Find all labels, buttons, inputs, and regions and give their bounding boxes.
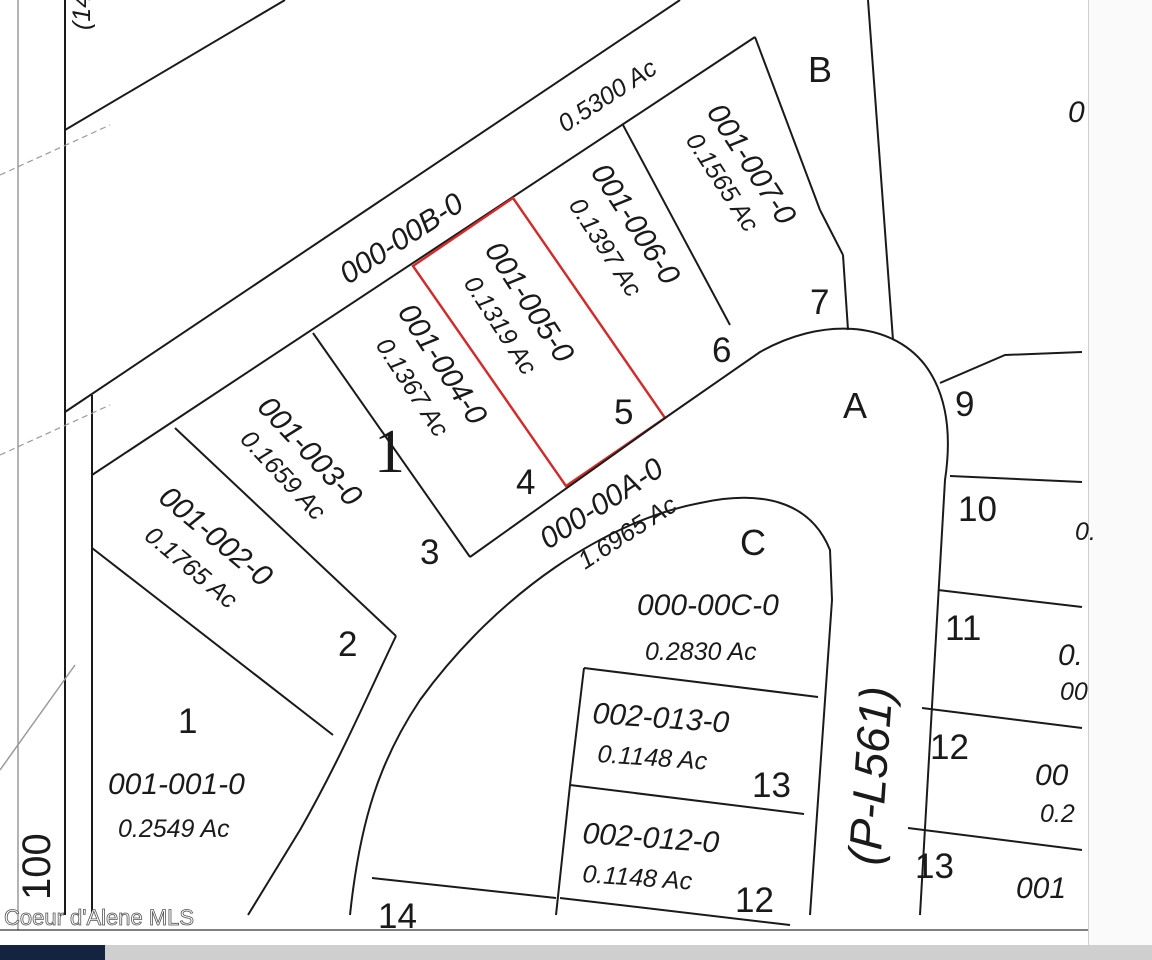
- road-west-edge: [247, 635, 397, 916]
- dashed-reference-line: [0, 404, 111, 456]
- parcel-acres-002-012-0: 0.1148 Ac: [582, 860, 694, 896]
- lot2-3-divider: [174, 427, 397, 637]
- tract-letter-c: C: [740, 522, 766, 563]
- road-tract-a-inner: [349, 496, 834, 916]
- lot-number-14: 14: [378, 897, 417, 936]
- lot7-east-edge-lower: [842, 254, 849, 331]
- tract-b-outer-east: [867, 0, 894, 341]
- right-edge-fragment: 0.: [1075, 518, 1096, 546]
- bottom-bar: [0, 945, 1152, 960]
- lot-number-3: 3: [420, 533, 439, 572]
- right-margin-strip: [1088, 0, 1152, 945]
- watermark: Coeur d'Alene MLS: [4, 905, 194, 930]
- right-edge-fragment: 001: [1016, 872, 1066, 905]
- tract-c-south-edge: [583, 667, 819, 698]
- lot-number-2: 2: [338, 625, 357, 664]
- lot-number-10: 10: [958, 490, 997, 529]
- plat-reference: (P-L561): [838, 685, 902, 867]
- lot12-west-edge: [555, 784, 571, 916]
- bottom-bar-left-accent: [0, 945, 105, 960]
- parcel-id-001-001-0: 001-001-0: [108, 768, 245, 801]
- lot-number-12-west: 12: [735, 881, 774, 920]
- right-edge-fragment: 00: [1035, 759, 1069, 792]
- lot-number-4: 4: [516, 463, 535, 502]
- right-edge-fragment: 00: [1060, 678, 1088, 706]
- lot-number-5: 5: [614, 393, 633, 432]
- lot-number-6: 6: [712, 331, 731, 370]
- right-edge-fragment: 0.: [1058, 639, 1083, 672]
- lot-number-11: 11: [945, 609, 981, 648]
- road-tract-a-outer: [469, 327, 949, 916]
- parcel-id-002-013-0: 002-013-0: [592, 697, 731, 739]
- lot12-south-edge: [559, 897, 791, 926]
- lot12-13-divider: [907, 827, 1083, 851]
- lot-number-9: 9: [955, 385, 974, 424]
- lot-number-12-east: 12: [930, 728, 969, 767]
- right-edge-fragment: 0: [1068, 96, 1085, 129]
- parcel-acres-000-00C-0: 0.2830 Ac: [645, 638, 757, 666]
- tract-b-east-edge: [754, 36, 821, 211]
- parcel-acres-000-00B-0: 0.5300 Ac: [553, 53, 662, 138]
- lot-number-1: 1: [178, 702, 197, 741]
- lot9-north-edge: [939, 351, 1083, 384]
- lot-number-7: 7: [810, 283, 829, 322]
- dashed-reference-line: [0, 124, 111, 176]
- right-edge-fragment: 0.2: [1040, 800, 1075, 828]
- top-edge-fragment: (14: [68, 0, 96, 30]
- parcel-id-002-012-0: 002-012-0: [582, 817, 721, 859]
- road-band-north-edge: [64, 0, 286, 131]
- west-edge-label: 100: [15, 833, 59, 900]
- lot-number-13-east: 13: [915, 847, 954, 886]
- lot10-11-divider: [937, 589, 1083, 608]
- parcel-acres-002-013-0: 0.1148 Ac: [597, 740, 709, 776]
- lot7-east-edge: [819, 209, 844, 256]
- block-number: 1: [374, 418, 405, 486]
- lot-number-13-west: 13: [752, 766, 791, 805]
- lot11-12-divider: [921, 707, 1083, 729]
- lot3-4-divider: [312, 332, 471, 558]
- parcel-id-000-00C-0: 000-00C-0: [637, 589, 779, 622]
- lot14-north-edge: [371, 877, 557, 899]
- lot1-2-divider: [91, 547, 334, 736]
- tract-b-south-edge: [91, 36, 756, 476]
- road-band-south-edge: [64, 0, 681, 413]
- lot13-12-divider: [569, 784, 805, 815]
- lot6-7-divider: [622, 124, 731, 326]
- lot13-west-edge: [569, 667, 585, 786]
- parcel-acres-001-001-0: 0.2549 Ac: [118, 815, 230, 843]
- tract-letter-b: B: [808, 49, 832, 90]
- tract-letter-a: A: [843, 385, 867, 426]
- grey-diagonal-line: [0, 664, 76, 771]
- lot9-10-divider: [949, 475, 1083, 483]
